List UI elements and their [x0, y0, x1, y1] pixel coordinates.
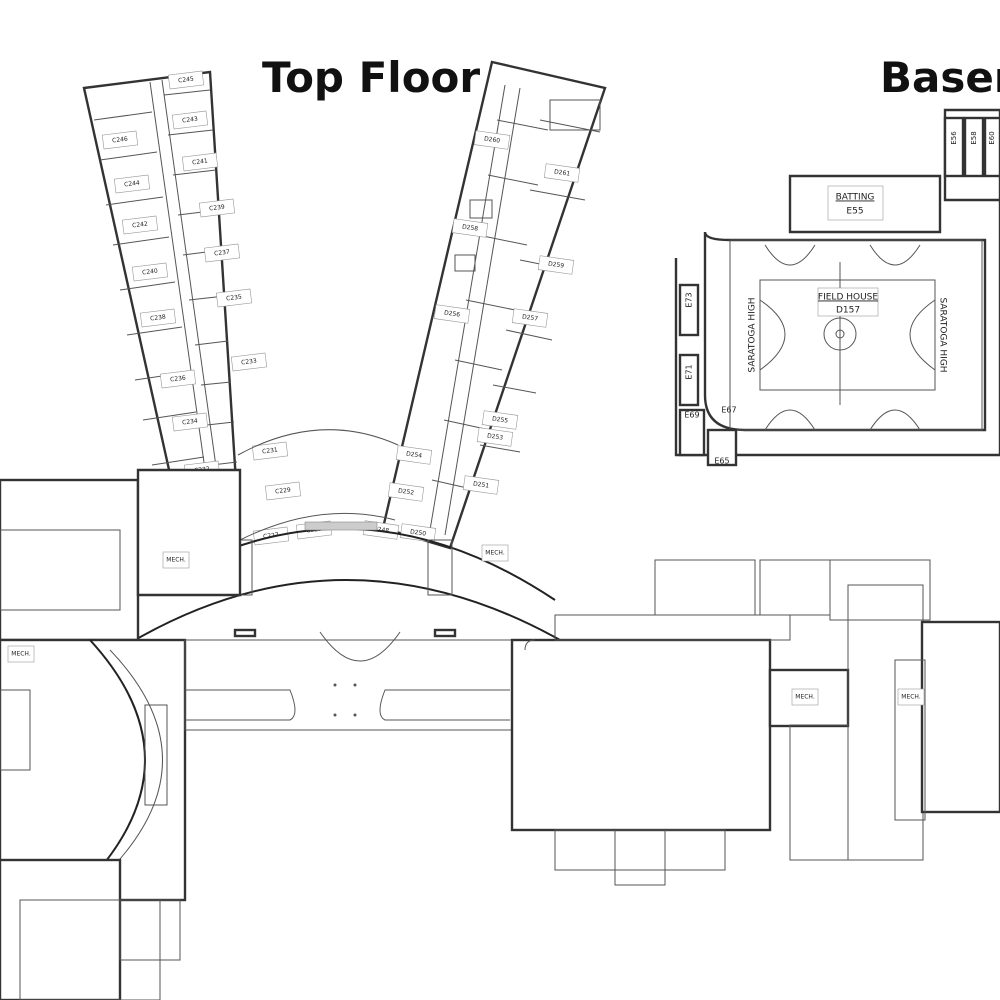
- basement-field-house: [674, 108, 1000, 467]
- d-wing: [381, 60, 607, 550]
- room-d256-text: D256: [444, 309, 461, 318]
- room-d258-text: D258: [462, 223, 479, 232]
- gym-building: [510, 559, 831, 886]
- room-c246: C246: [101, 130, 139, 150]
- room-c242: C242: [121, 215, 159, 235]
- mech-room-2: MECH.: [7, 645, 35, 663]
- mech-room-4: MECH.: [791, 688, 819, 706]
- room-d251-text: D251: [473, 480, 490, 489]
- room-d257: D257: [511, 308, 549, 328]
- room-c243: C243: [171, 110, 209, 130]
- room-d259-text: D259: [548, 260, 565, 269]
- top-floor-title: Top Floor: [262, 53, 480, 102]
- e55-label: E55: [846, 207, 863, 217]
- room-c243-text: C243: [182, 116, 199, 125]
- batting-label: BATTING: [836, 193, 875, 203]
- room-c231: C231: [251, 441, 289, 461]
- room-d255-text: D255: [492, 415, 509, 424]
- room-c236-text: C236: [170, 375, 187, 384]
- e73-label: E73: [685, 292, 694, 307]
- room-d260-text: D260: [484, 135, 501, 144]
- right-lower-building: [768, 559, 1000, 861]
- room-c234: C234: [171, 412, 209, 432]
- room-c235-text: C235: [226, 294, 243, 303]
- court-text-left: SARATOGA HIGH: [748, 297, 758, 372]
- room-c244: C244: [113, 174, 151, 194]
- room-c237: C237: [203, 243, 241, 263]
- room-c241-text: C241: [192, 158, 209, 167]
- room-c246-text: C246: [112, 136, 129, 145]
- room-c238: C238: [139, 308, 177, 328]
- left-lower-building: [0, 468, 242, 1000]
- room-d257-text: D257: [522, 313, 539, 322]
- room-c239: C239: [198, 198, 236, 218]
- room-c239-text: C239: [209, 204, 226, 213]
- room-c240-text: C240: [142, 268, 159, 277]
- room-d259: D259: [537, 255, 575, 275]
- field-house-label: FIELD HOUSE: [818, 293, 878, 303]
- mech-room-5: MECH.: [897, 688, 925, 706]
- room-c231-text: C231: [262, 447, 279, 456]
- room-c234-text: C234: [182, 418, 199, 427]
- room-c241: C241: [181, 152, 219, 172]
- room-d250: D250: [399, 523, 437, 543]
- room-d250-text: D250: [410, 528, 427, 537]
- mech-room-5-text: MECH.: [901, 694, 921, 701]
- room-d251: D251: [462, 475, 500, 495]
- room-c245-text: C245: [178, 76, 195, 85]
- room-c236: C236: [159, 369, 197, 389]
- e65-label: E65: [714, 457, 729, 466]
- mech-room-1-text: MECH.: [166, 557, 186, 564]
- room-c233-text: C233: [241, 358, 258, 367]
- court-text-right: SARATOGA HIGH: [938, 297, 948, 372]
- room-c245: C245: [167, 70, 205, 90]
- room-d254: D254: [395, 445, 433, 465]
- room-d253: D253: [476, 427, 514, 447]
- e58-label: E58: [970, 131, 978, 144]
- room-d260: D260: [473, 130, 511, 150]
- mech-room-4-text: MECH.: [795, 694, 815, 701]
- d157-label: D157: [836, 306, 860, 316]
- room-d261-text: D261: [554, 168, 571, 177]
- basement-labels: BATTING E55 FIELD HOUSE D157 E73 E71 E69…: [684, 131, 996, 466]
- e71-label: E71: [685, 364, 694, 379]
- room-d252-text: D252: [398, 487, 415, 496]
- room-c235: C235: [215, 288, 253, 308]
- e56-label: E56: [950, 131, 958, 145]
- room-d261: D261: [543, 163, 581, 183]
- room-c229-text: C229: [275, 487, 292, 496]
- mech-room-1: MECH.: [162, 551, 190, 569]
- room-c233: C233: [230, 352, 268, 372]
- room-c244-text: C244: [124, 180, 141, 189]
- e67-label: E67: [721, 406, 736, 415]
- room-d253-text: D253: [487, 432, 504, 441]
- mech-room-3-text: MECH.: [485, 550, 505, 557]
- room-c242-text: C242: [132, 221, 149, 230]
- room-c238-text: C238: [150, 314, 167, 323]
- room-d258: D258: [451, 218, 489, 238]
- e60-label: E60: [988, 131, 996, 144]
- mech-room-3: MECH.: [481, 544, 509, 562]
- basement-title: Basem: [880, 53, 1000, 102]
- room-c229: C229: [264, 481, 302, 501]
- room-d254-text: D254: [406, 450, 423, 459]
- mech-room-2-text: MECH.: [11, 651, 31, 658]
- room-d248-text: D248: [373, 525, 390, 534]
- room-c240: C240: [131, 262, 169, 282]
- room-d252: D252: [387, 482, 425, 502]
- e69-label: E69: [684, 411, 699, 420]
- center-lower-building: [184, 628, 516, 731]
- room-d256: D256: [433, 304, 471, 324]
- room-c237-text: C237: [214, 249, 231, 258]
- room-d255: D255: [481, 410, 519, 430]
